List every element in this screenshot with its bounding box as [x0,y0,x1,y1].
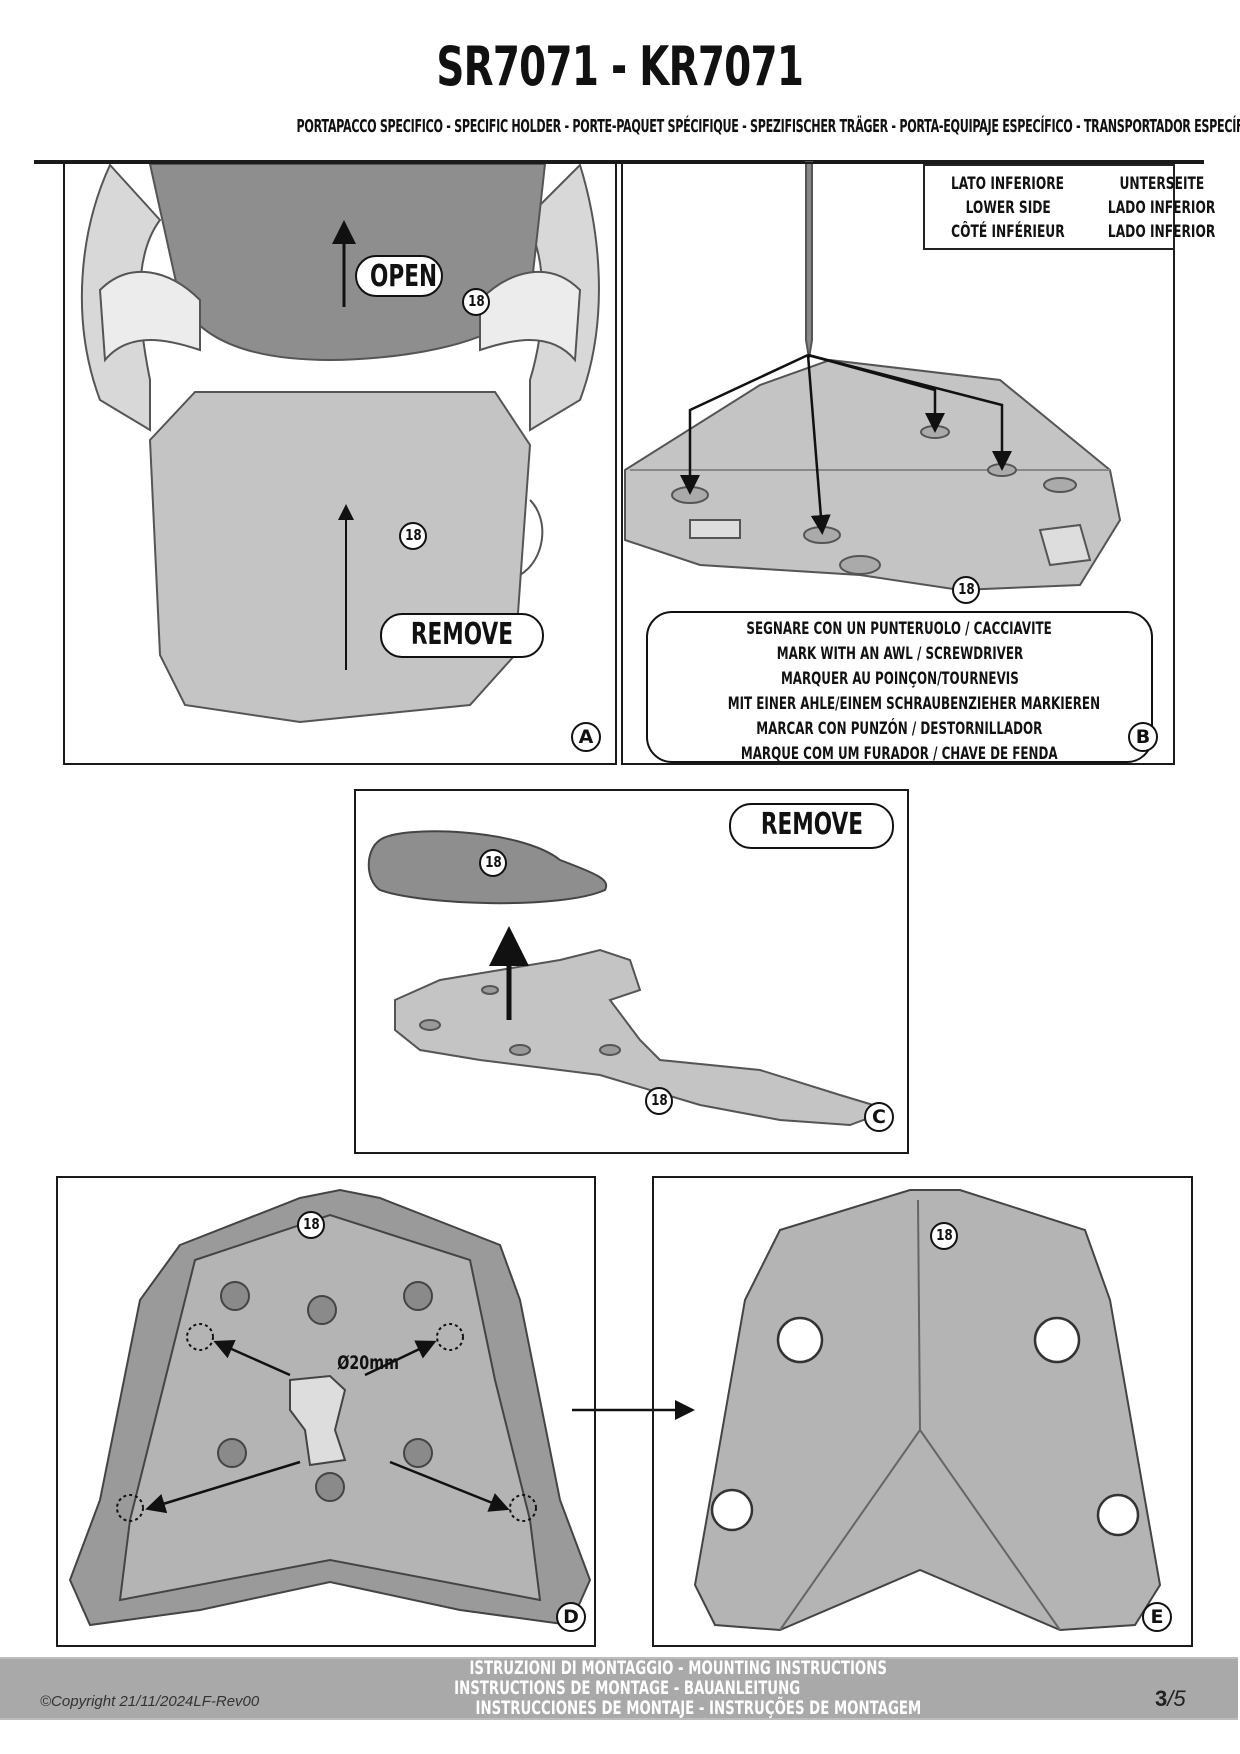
part-number-badge: 18 [462,288,490,316]
document-subtitle: PORTAPACCO SPECIFICO - SPECIFIC HOLDER -… [296,116,1240,137]
panel-letter-e: E [1142,1602,1172,1632]
motorcycle-rear-illustration [80,163,600,724]
part-number-badge: 18 [479,849,507,877]
panel-c [354,789,909,1154]
panel-a [63,162,617,765]
part-number-badge: 18 [399,522,427,550]
panel-e [652,1176,1193,1647]
part-number-badge: 18 [645,1087,673,1115]
panel-letter-d: D [556,1602,586,1632]
remove-label: REMOVE [729,803,894,849]
rack-illustration [394,948,894,1127]
panel-d [56,1176,596,1647]
footer-bar [0,1657,1238,1720]
plate-underside-illustration [624,161,1122,592]
plate-underside-drill-illustration [68,1188,592,1627]
footer-instructions-title: ISTRUZIONI DI MONTAGGIO - MOUNTING INSTR… [454,1657,922,1719]
marking-arrows [680,353,1012,535]
lower-side-legend: LATO INFERIORE UNTERSEITE LOWER SIDE LAD… [923,164,1215,250]
panel-b [621,162,1175,765]
page-number: 3/5 [1155,1686,1186,1711]
drill-icon [289,1374,347,1467]
panel-letter-b: B [1128,722,1158,752]
drilled-plate-illustration [693,1189,1162,1632]
part-number-badge: 18 [952,576,980,604]
part-number-badge: 18 [930,1222,958,1250]
header-divider [34,160,1204,164]
marking-instructions: SEGNARE CON UN PUNTERUOLO / CACCIAVITE M… [646,611,1153,764]
document-title: SR7071 - KR7071 [436,35,805,98]
part-number-badge: 18 [297,1211,325,1239]
remove-label: REMOVE [380,613,544,658]
panel-letter-c: C [864,1102,894,1132]
open-label: OPEN [355,255,443,297]
drill-arrows [145,1339,510,1514]
drill-diameter-label: Ø20mm [337,1352,399,1374]
copyright-text: ©Copyright 21/11/2024LF-Rev00 [40,1693,260,1710]
panel-letter-a: A [571,722,601,752]
